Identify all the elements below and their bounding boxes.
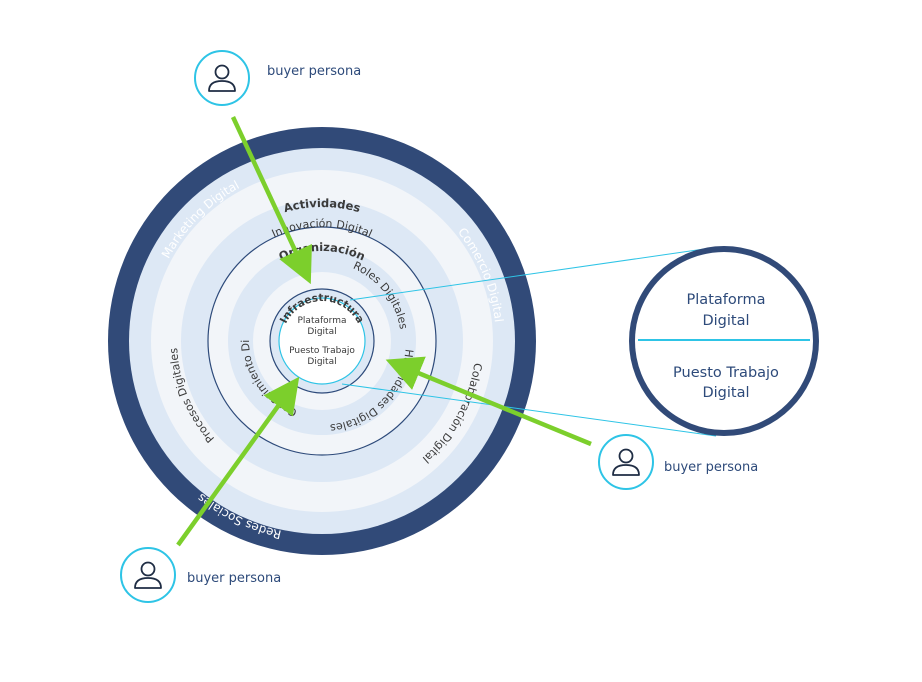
zoom-bottom-line-2: Digital bbox=[702, 385, 749, 401]
arrow-right-persona bbox=[385, 356, 592, 447]
zoom-callout: Plataforma Digital Puesto Trabajo Digita… bbox=[629, 246, 819, 436]
zoom-top-line-1: Plataforma bbox=[687, 292, 766, 308]
zoom-connector-bottom bbox=[341, 383, 717, 437]
infrastructure-center-line-4: Digital bbox=[307, 357, 336, 367]
buyer-persona-bottom: buyer persona bbox=[120, 547, 281, 603]
buyer-persona-right: buyer persona bbox=[598, 434, 758, 490]
buyer-persona-top: buyer persona bbox=[194, 50, 361, 106]
persona-label: buyer persona bbox=[187, 571, 281, 586]
activities-title: Actividades bbox=[282, 196, 362, 215]
zoom-bottom-line-1: Puesto Trabajo bbox=[673, 365, 779, 381]
infrastructure-center-line-1: Plataforma bbox=[298, 316, 347, 326]
user-icon bbox=[134, 561, 162, 589]
persona-label: buyer persona bbox=[267, 64, 361, 79]
infrastructure-core bbox=[278, 297, 366, 385]
user-icon bbox=[208, 64, 236, 92]
zoom-connector-top bbox=[349, 246, 719, 301]
arrow-bottom-persona bbox=[176, 376, 300, 547]
user-icon bbox=[612, 448, 640, 476]
infrastructure-center-line-2: Digital bbox=[307, 327, 336, 337]
arrow-top-persona bbox=[230, 116, 312, 285]
infrastructure-center-line-3: Puesto Trabajo bbox=[289, 346, 355, 356]
zoom-top-line-2: Digital bbox=[702, 313, 749, 329]
persona-label: buyer persona bbox=[664, 460, 758, 475]
